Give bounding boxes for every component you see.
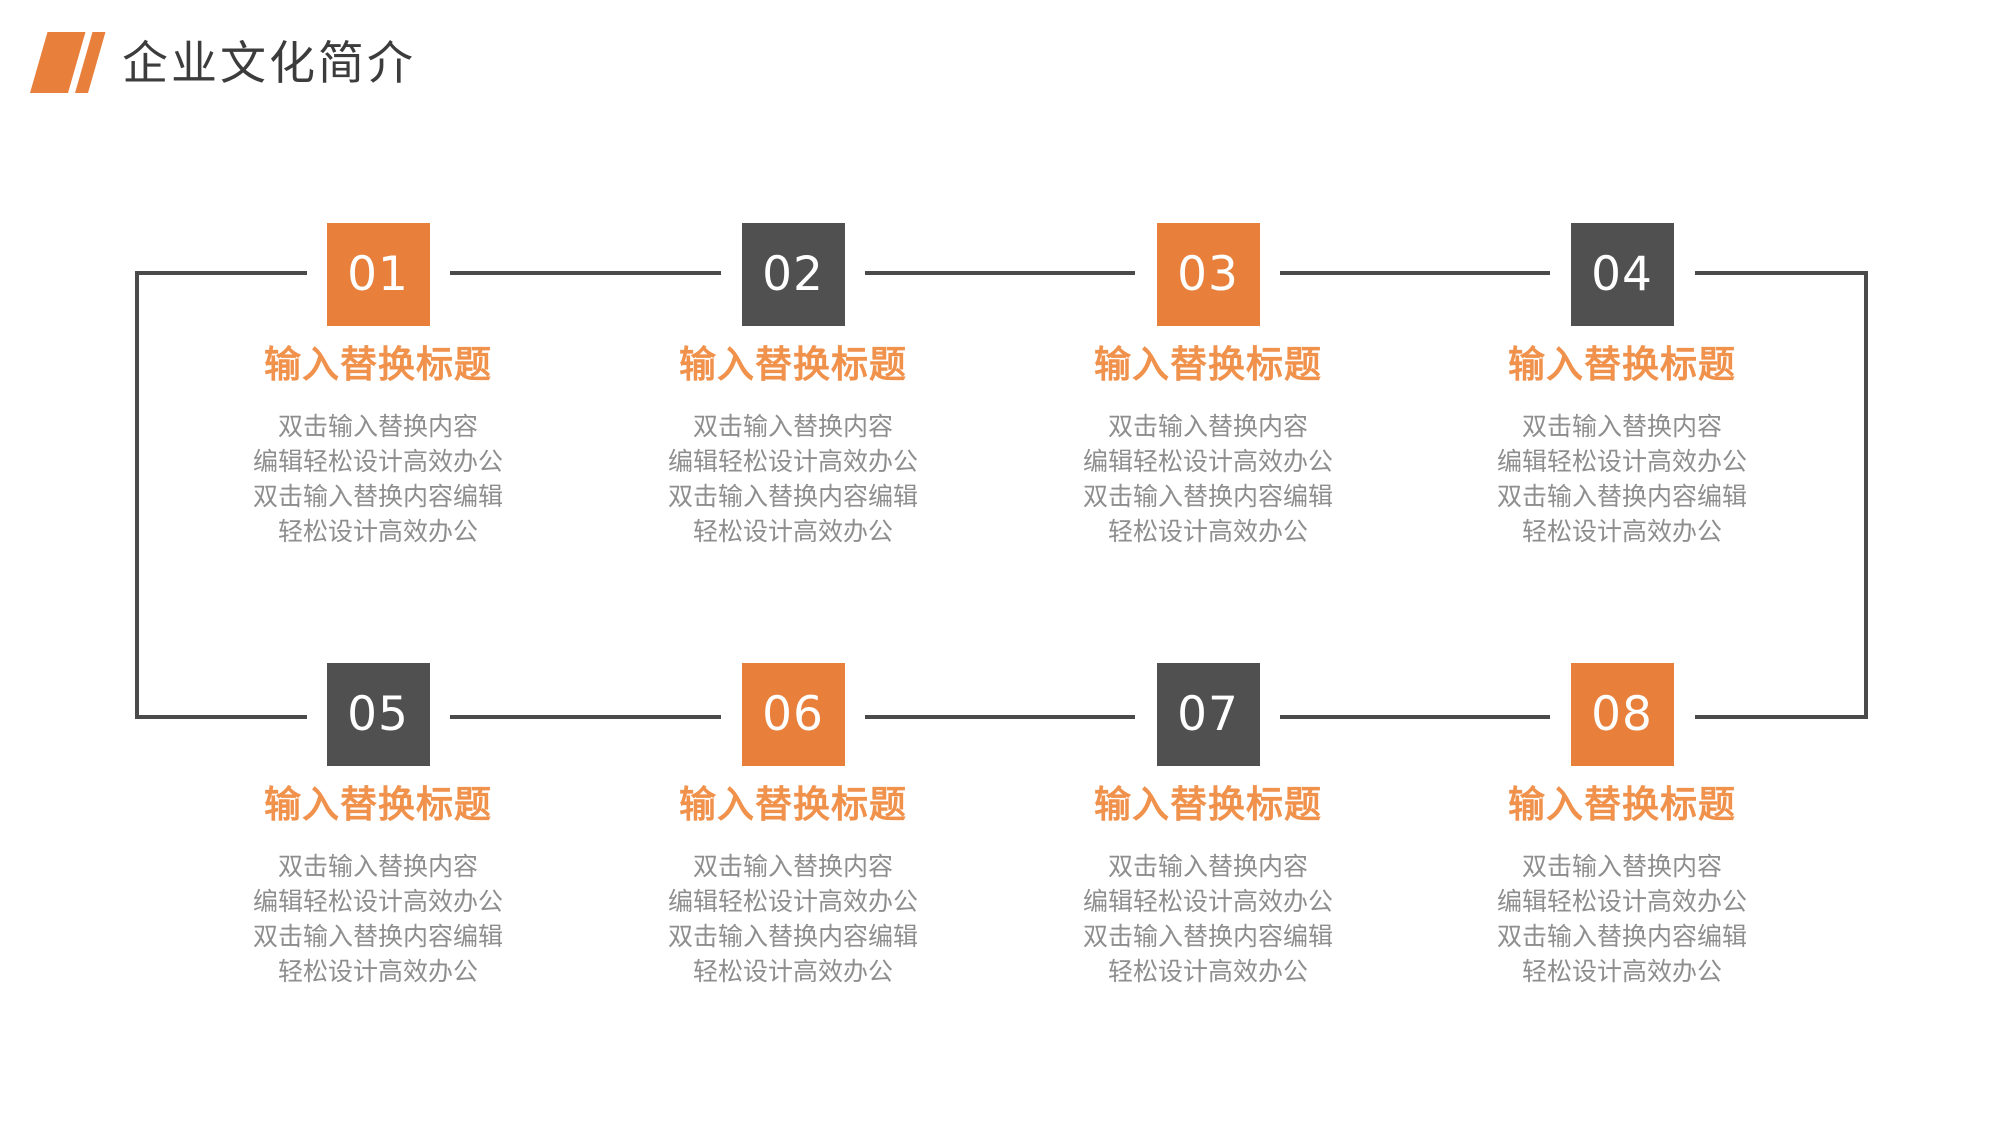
step-number: 03 <box>1177 247 1239 302</box>
item-body-line: 轻松设计高效办公 <box>1107 517 1308 546</box>
item-title[interactable]: 输入替换标题 <box>1094 344 1322 385</box>
connector-line <box>865 271 1135 275</box>
item-body-line: 轻松设计高效办公 <box>277 517 478 546</box>
item-body[interactable]: 双击输入替换内容 编辑轻松设计高效办公 双击输入替换内容编辑 轻松设计高效办公 <box>1414 410 1830 550</box>
timeline-item-04: 04 输入替换标题 双击输入替换内容 编辑轻松设计高效办公 双击输入替换内容编辑… <box>1414 223 1830 550</box>
item-body-line: 双击输入替换内容编辑 <box>667 922 918 951</box>
item-body-line: 轻松设计高效办公 <box>1521 957 1722 986</box>
timeline-item-07: 07 输入替换标题 双击输入替换内容 编辑轻松设计高效办公 双击输入替换内容编辑… <box>1000 663 1416 990</box>
step-number-box[interactable]: 03 <box>1156 223 1260 326</box>
item-title[interactable]: 输入替换标题 <box>264 344 492 385</box>
item-body[interactable]: 双击输入替换内容 编辑轻松设计高效办公 双击输入替换内容编辑 轻松设计高效办公 <box>1000 850 1416 990</box>
connector-line-right <box>1864 271 1868 719</box>
item-body[interactable]: 双击输入替换内容 编辑轻松设计高效办公 双击输入替换内容编辑 轻松设计高效办公 <box>585 850 1001 990</box>
item-body-line: 编辑轻松设计高效办公 <box>667 887 918 916</box>
timeline-item-03: 03 输入替换标题 双击输入替换内容 编辑轻松设计高效办公 双击输入替换内容编辑… <box>1000 223 1416 550</box>
logo-slashes-icon <box>30 32 106 93</box>
item-body-line: 双击输入替换内容 <box>1521 852 1722 881</box>
step-number-box[interactable]: 05 <box>326 663 430 766</box>
item-body-line: 编辑轻松设计高效办公 <box>667 447 918 476</box>
connector-line <box>450 271 721 275</box>
timeline-item-05: 05 输入替换标题 双击输入替换内容 编辑轻松设计高效办公 双击输入替换内容编辑… <box>170 663 586 990</box>
item-body-line: 双击输入替换内容编辑 <box>252 482 503 511</box>
item-body[interactable]: 双击输入替换内容 编辑轻松设计高效办公 双击输入替换内容编辑 轻松设计高效办公 <box>585 410 1001 550</box>
item-body-line: 轻松设计高效办公 <box>277 957 478 986</box>
item-body-line: 双击输入替换内容 <box>692 852 893 881</box>
item-body-line: 双击输入替换内容编辑 <box>667 482 918 511</box>
item-body-line: 编辑轻松设计高效办公 <box>252 887 503 916</box>
item-body-line: 双击输入替换内容 <box>277 412 478 441</box>
connector-line <box>1695 715 1868 719</box>
step-number: 08 <box>1591 687 1653 742</box>
item-title[interactable]: 输入替换标题 <box>1508 344 1736 385</box>
connector-line <box>450 715 721 719</box>
step-number: 06 <box>762 687 824 742</box>
item-body-line: 轻松设计高效办公 <box>692 957 893 986</box>
step-number-box[interactable]: 02 <box>741 223 845 326</box>
item-body-line: 编辑轻松设计高效办公 <box>1082 887 1333 916</box>
item-body-line: 双击输入替换内容编辑 <box>1496 922 1747 951</box>
item-body[interactable]: 双击输入替换内容 编辑轻松设计高效办公 双击输入替换内容编辑 轻松设计高效办公 <box>1414 850 1830 990</box>
connector-line <box>135 715 307 719</box>
step-number: 04 <box>1591 247 1653 302</box>
item-body-line: 编辑轻松设计高效办公 <box>1082 447 1333 476</box>
item-title[interactable]: 输入替换标题 <box>679 344 907 385</box>
connector-line <box>135 271 307 275</box>
item-body-line: 轻松设计高效办公 <box>1521 517 1722 546</box>
connector-line <box>865 715 1135 719</box>
item-body-line: 双击输入替换内容编辑 <box>1496 482 1747 511</box>
connector-line <box>1280 271 1550 275</box>
item-title[interactable]: 输入替换标题 <box>1508 784 1736 825</box>
item-body-line: 编辑轻松设计高效办公 <box>1496 887 1747 916</box>
timeline-item-06: 06 输入替换标题 双击输入替换内容 编辑轻松设计高效办公 双击输入替换内容编辑… <box>585 663 1001 990</box>
item-body-line: 双击输入替换内容 <box>692 412 893 441</box>
timeline-item-01: 01 输入替换标题 双击输入替换内容 编辑轻松设计高效办公 双击输入替换内容编辑… <box>170 223 586 550</box>
item-body-line: 双击输入替换内容 <box>1107 852 1308 881</box>
item-body-line: 双击输入替换内容 <box>1521 412 1722 441</box>
page-title: 企业文化简介 <box>122 37 416 89</box>
item-body-line: 轻松设计高效办公 <box>1107 957 1308 986</box>
item-body-line: 双击输入替换内容编辑 <box>1082 482 1333 511</box>
connector-line-left <box>135 271 139 719</box>
item-body-line: 编辑轻松设计高效办公 <box>1496 447 1747 476</box>
step-number-box[interactable]: 04 <box>1570 223 1674 326</box>
item-body-line: 双击输入替换内容 <box>277 852 478 881</box>
step-number-box[interactable]: 01 <box>326 223 430 326</box>
item-body[interactable]: 双击输入替换内容 编辑轻松设计高效办公 双击输入替换内容编辑 轻松设计高效办公 <box>170 410 586 550</box>
item-title[interactable]: 输入替换标题 <box>1094 784 1322 825</box>
step-number-box[interactable]: 06 <box>741 663 845 766</box>
step-number: 05 <box>347 687 409 742</box>
step-number-box[interactable]: 08 <box>1570 663 1674 766</box>
step-number: 07 <box>1177 687 1239 742</box>
item-body-line: 双击输入替换内容编辑 <box>252 922 503 951</box>
item-body-line: 双击输入替换内容 <box>1107 412 1308 441</box>
item-body-line: 双击输入替换内容编辑 <box>1082 922 1333 951</box>
item-title[interactable]: 输入替换标题 <box>679 784 907 825</box>
step-number-box[interactable]: 07 <box>1156 663 1260 766</box>
connector-line <box>1280 715 1550 719</box>
item-title[interactable]: 输入替换标题 <box>264 784 492 825</box>
item-body-line: 轻松设计高效办公 <box>692 517 893 546</box>
connector-line <box>1695 271 1868 275</box>
item-body[interactable]: 双击输入替换内容 编辑轻松设计高效办公 双击输入替换内容编辑 轻松设计高效办公 <box>170 850 586 990</box>
timeline-item-02: 02 输入替换标题 双击输入替换内容 编辑轻松设计高效办公 双击输入替换内容编辑… <box>585 223 1001 550</box>
item-body[interactable]: 双击输入替换内容 编辑轻松设计高效办公 双击输入替换内容编辑 轻松设计高效办公 <box>1000 410 1416 550</box>
item-body-line: 编辑轻松设计高效办公 <box>252 447 503 476</box>
step-number: 02 <box>762 247 824 302</box>
timeline-item-08: 08 输入替换标题 双击输入替换内容 编辑轻松设计高效办公 双击输入替换内容编辑… <box>1414 663 1830 990</box>
step-number: 01 <box>347 247 409 302</box>
